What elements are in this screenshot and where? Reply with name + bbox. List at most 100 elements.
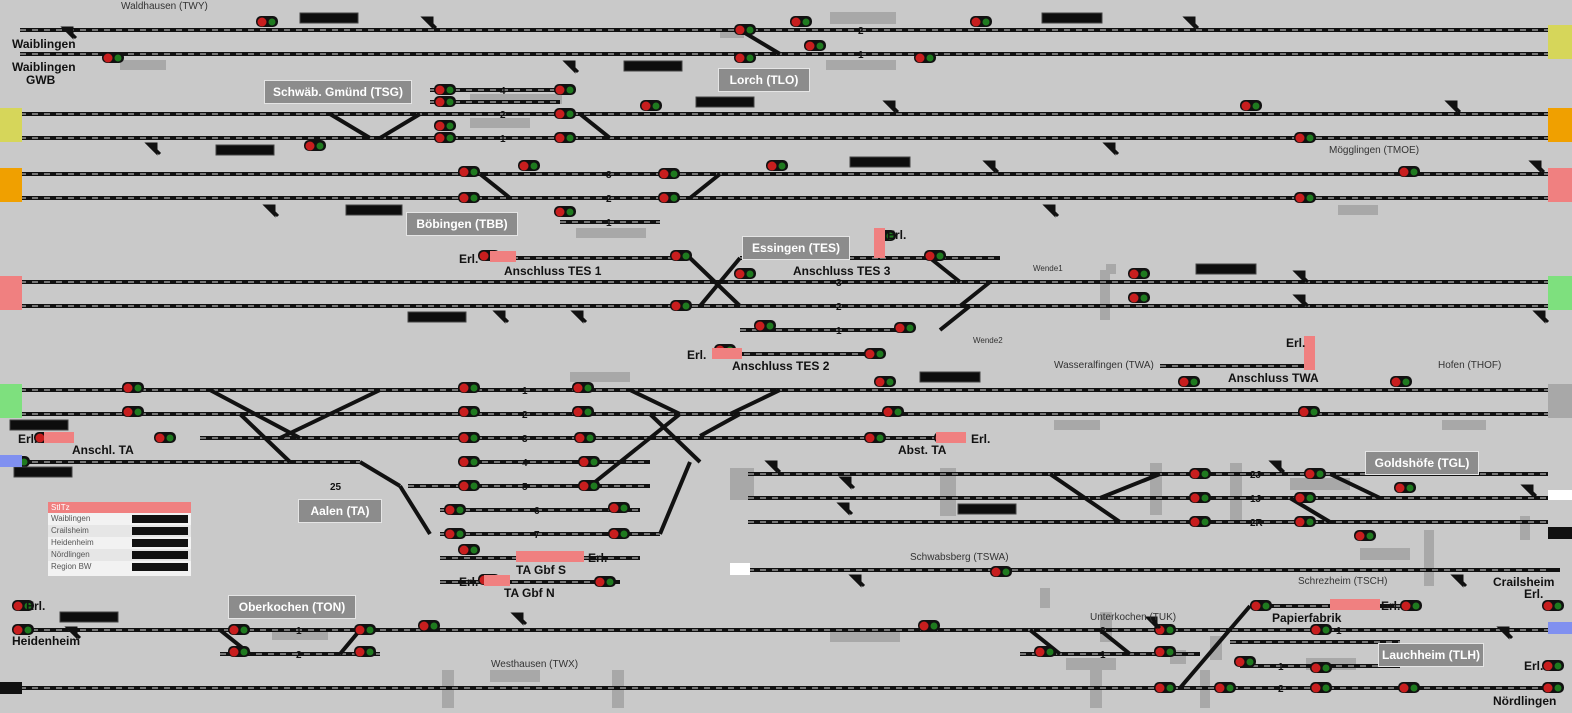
signal[interactable] [670,250,692,261]
signal[interactable] [608,502,630,513]
signal[interactable] [1398,682,1420,693]
signal[interactable] [804,40,826,51]
signal[interactable] [924,250,946,261]
signal[interactable] [12,600,34,611]
signal[interactable] [578,480,600,491]
signal[interactable] [1398,166,1420,177]
signal[interactable] [640,100,662,111]
signal[interactable] [766,160,788,171]
station-box-tbb[interactable]: Böbingen (TBB) [406,212,518,236]
station-box-tes[interactable]: Essingen (TES) [742,236,850,260]
signal[interactable] [578,456,600,467]
signal[interactable] [228,646,250,657]
signal-post-icon[interactable] [262,204,280,218]
edge-left-blue[interactable] [0,455,22,467]
signal[interactable] [434,96,456,107]
signal[interactable] [458,456,480,467]
signal[interactable] [1294,132,1316,143]
signal[interactable] [256,16,278,27]
signal[interactable] [1304,468,1326,479]
signal-post-icon[interactable] [1520,484,1538,498]
signal-post-icon[interactable] [764,460,782,474]
signal[interactable] [444,504,466,515]
status-counter[interactable] [9,419,69,431]
signal[interactable] [154,432,176,443]
signal-post-icon[interactable] [60,26,78,40]
signal[interactable] [1542,660,1564,671]
signal-post-icon[interactable] [144,142,162,156]
signal[interactable] [1310,624,1332,635]
status-counter[interactable] [13,466,73,478]
signal[interactable] [1542,600,1564,611]
status-counter[interactable] [299,12,359,24]
signal[interactable] [1234,656,1256,667]
signal[interactable] [458,480,480,491]
signal-post-icon[interactable] [570,310,588,324]
signal-post-icon[interactable] [838,476,856,490]
signal[interactable] [734,24,756,35]
signal[interactable] [1189,492,1211,503]
legend-row-crailsheim[interactable]: Crailsheim [48,525,191,537]
signal[interactable] [304,140,326,151]
status-counter[interactable] [407,311,467,323]
signal[interactable] [894,322,916,333]
signal[interactable] [554,132,576,143]
signal[interactable] [1128,292,1150,303]
signal[interactable] [1298,406,1320,417]
signal[interactable] [1294,516,1316,527]
signal[interactable] [1310,682,1332,693]
edge-left-waiblingen[interactable] [0,108,22,142]
signal[interactable] [874,376,896,387]
legend-row-heidenheim[interactable]: Heidenheim [48,537,191,549]
signal[interactable] [864,348,886,359]
signal-post-icon[interactable] [1042,204,1060,218]
signal[interactable] [1400,600,1422,611]
signal[interactable] [1394,482,1416,493]
edge-right-green[interactable] [1548,276,1572,310]
signal[interactable] [1189,468,1211,479]
signal[interactable] [458,406,480,417]
signal[interactable] [990,566,1012,577]
signal[interactable] [554,206,576,217]
signal[interactable] [444,528,466,539]
signal[interactable] [354,646,376,657]
station-box-ta[interactable]: Aalen (TA) [298,499,382,523]
station-box-tlh[interactable]: Lauchheim (TLH) [1378,643,1484,667]
edge-right-yellow[interactable] [1548,25,1572,59]
signal[interactable] [1294,192,1316,203]
signal-post-icon[interactable] [982,160,1000,174]
station-box-tlo[interactable]: Lorch (TLO) [718,68,810,92]
edge-left-black[interactable] [0,682,22,694]
status-counter[interactable] [345,204,403,216]
signal[interactable] [1178,376,1200,387]
signal-post-icon[interactable] [1532,310,1550,324]
signal[interactable] [754,320,776,331]
signal[interactable] [122,382,144,393]
signal[interactable] [434,132,456,143]
signal[interactable] [594,576,616,587]
signal[interactable] [1542,682,1564,693]
signal[interactable] [12,624,34,635]
signal[interactable] [458,166,480,177]
signal[interactable] [1310,662,1332,673]
status-counter[interactable] [623,60,683,72]
signal[interactable] [458,192,480,203]
edge-right-grey[interactable] [1548,384,1572,418]
signal[interactable] [554,108,576,119]
edge-right-orange[interactable] [1548,108,1572,142]
signal-post-icon[interactable] [1292,294,1310,308]
signal-post-icon[interactable] [1102,142,1120,156]
signal[interactable] [1154,646,1176,657]
signal[interactable] [1154,682,1176,693]
status-counter[interactable] [1041,12,1103,24]
signal-post-icon[interactable] [1144,616,1162,630]
signal[interactable] [1214,682,1236,693]
signal[interactable] [658,168,680,179]
signal[interactable] [458,432,480,443]
signal-post-icon[interactable] [64,626,82,640]
station-box-tgl[interactable]: Goldshöfe (TGL) [1365,451,1479,475]
signal-post-icon[interactable] [492,310,510,324]
signal[interactable] [1294,492,1316,503]
signal[interactable] [864,432,886,443]
signal[interactable] [608,528,630,539]
